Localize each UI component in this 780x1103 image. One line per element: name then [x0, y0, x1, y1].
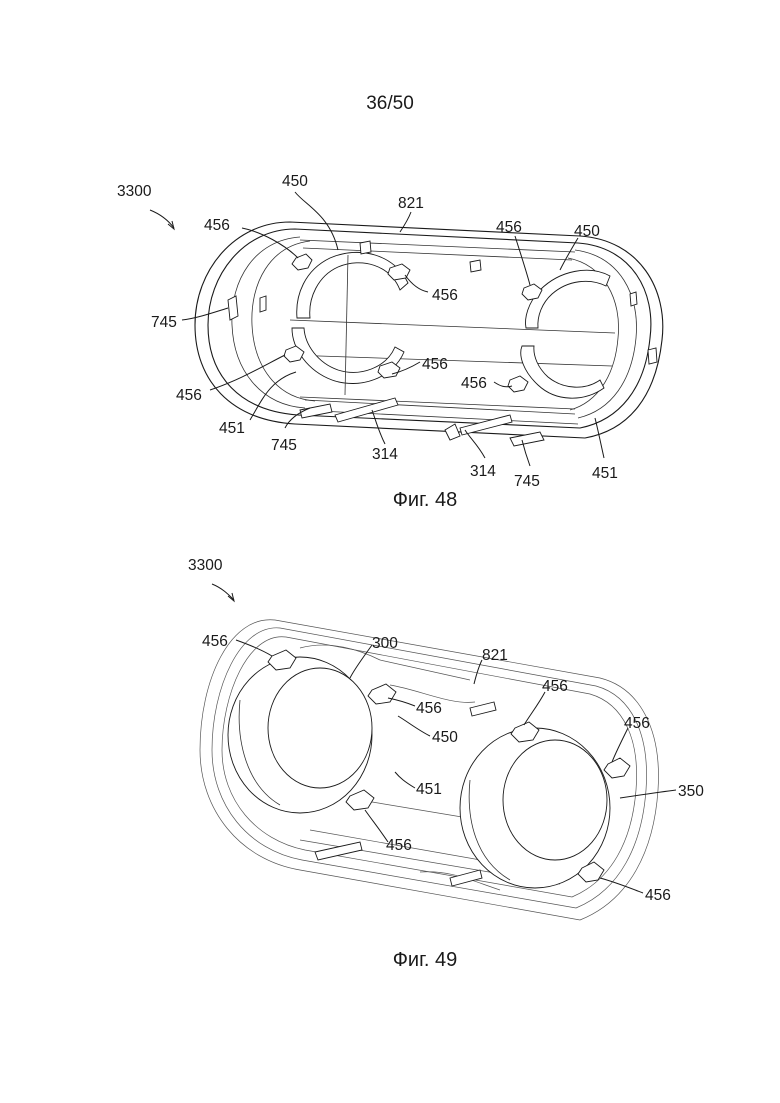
label-3300: 3300 [188, 557, 223, 574]
label-314: 314 [372, 446, 398, 463]
label-456: 456 [496, 219, 522, 236]
label-745: 745 [151, 314, 177, 331]
label-456: 456 [386, 837, 412, 854]
label-456: 456 [542, 678, 568, 695]
lens-300 [228, 657, 372, 813]
label-450: 450 [282, 173, 308, 190]
figure-49-caption: Фиг. 49 [35, 949, 780, 972]
label-300: 300 [372, 635, 398, 652]
label-456: 456 [432, 287, 458, 304]
label-821: 821 [398, 195, 424, 212]
label-3300: 3300 [117, 183, 152, 200]
label-314: 314 [470, 463, 496, 480]
label-456: 456 [461, 375, 487, 392]
page-number: 36/50 [0, 93, 780, 115]
label-450: 450 [432, 729, 458, 746]
figure-48-caption: Фиг. 48 [35, 489, 780, 512]
housing-outer [195, 222, 663, 438]
label-451: 451 [219, 420, 245, 437]
label-456: 456 [624, 715, 650, 732]
label-821: 821 [482, 647, 508, 664]
label-456: 456 [422, 356, 448, 373]
lens-350 [460, 728, 610, 888]
label-456: 456 [204, 217, 230, 234]
label-745: 745 [514, 473, 540, 490]
label-456: 456 [202, 633, 228, 650]
label-451: 451 [416, 781, 442, 798]
label-456: 456 [645, 887, 671, 904]
label-350: 350 [678, 783, 704, 800]
label-456: 456 [416, 700, 442, 717]
figure-49-drawing: 3300 456 300 821 456 456 456 450 451 350… [0, 550, 780, 940]
label-451: 451 [592, 465, 618, 482]
label-745: 745 [271, 437, 297, 454]
label-456: 456 [176, 387, 202, 404]
figure-48-drawing: 3300 450 821 456 456 450 456 745 456 456… [0, 170, 780, 490]
label-450: 450 [574, 223, 600, 240]
